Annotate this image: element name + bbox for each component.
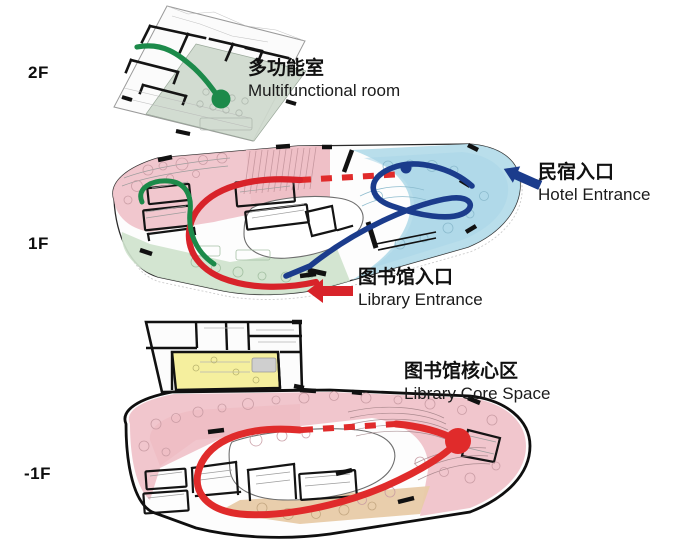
callout-library-core-cn: 图书馆核心区 [404, 361, 519, 382]
floor-slab-2f [113, 5, 307, 142]
floor-label-2f: 2F [28, 63, 49, 82]
callout-multifunctional-cn: 多功能室 [248, 58, 325, 79]
zone-1f-green [121, 232, 351, 295]
callout-library-entrance: 图书馆入口 Library Entrance [358, 266, 483, 310]
circulation-node-1f-blue [400, 162, 412, 174]
callout-library-entrance-en: Library Entrance [358, 290, 483, 309]
floor-slab-n1f [123, 387, 532, 539]
floor-label-minus-1f: -1F [24, 464, 51, 483]
hotel-entrance-arrow-icon [503, 166, 543, 190]
callout-hotel-entrance: 民宿入口 Hotel Entrance [538, 161, 650, 205]
library-entrance-arrow-icon [307, 279, 353, 303]
inset-plan-detail [200, 327, 296, 373]
circulation-path-1f-red [185, 176, 320, 290]
circulation-path-n1f-red-loop [193, 425, 460, 519]
circulation-path-2f-green [134, 43, 222, 100]
red-dashed-link-1f [299, 171, 405, 183]
inset-plan-furniture [192, 356, 260, 384]
callout-multifunctional-room: 多功能室 Multifunctional room [248, 57, 400, 101]
edge-markers-2f [121, 95, 297, 136]
inset-plan-walls [146, 321, 302, 390]
circulation-node-n1f [445, 428, 471, 454]
circulation-path-1f-green [138, 178, 217, 267]
circulation-node-2f [211, 89, 231, 109]
red-dashed-link-n1f [301, 421, 397, 433]
circulation-path-1f-blue [283, 161, 475, 279]
callout-library-core-space: 图书馆核心区 Library Core Space [404, 360, 550, 404]
zone-n1f-pink-inner-left [149, 404, 300, 466]
inset-plan-edge-markers [292, 319, 305, 391]
walls-2f [124, 24, 290, 106]
callout-hotel-entrance-cn: 民宿入口 [538, 162, 615, 183]
inset-plan-fixture [251, 357, 277, 373]
callout-hotel-entrance-en: Hotel Entrance [538, 185, 651, 204]
hatch-2f [119, 5, 306, 129]
inset-plan-yellow [144, 319, 305, 394]
floor-label-1f: 1F [28, 234, 49, 253]
edge-markers-n1f [207, 387, 481, 505]
floor-slab-1f [112, 142, 523, 300]
callout-library-entrance-cn: 图书馆入口 [358, 267, 454, 288]
callout-library-core-en: Library Core Space [404, 384, 551, 403]
callout-multifunctional-en: Multifunctional room [248, 81, 401, 100]
zone-1f-blue-inner [364, 152, 509, 268]
